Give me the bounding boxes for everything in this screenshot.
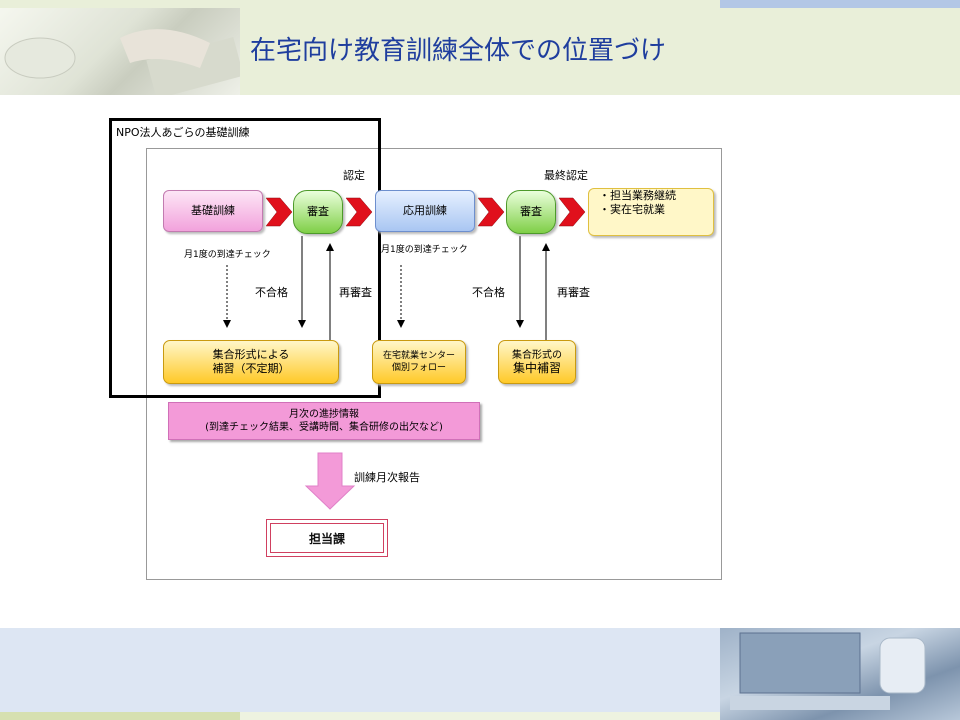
review-box-1: 審査 xyxy=(293,190,343,234)
group-supp-line-2: 補習（不定期） xyxy=(212,362,290,375)
header-photo xyxy=(0,8,240,95)
report-target-box: 担当課 xyxy=(266,519,388,557)
center-follow-line-1: 在宅就業センター xyxy=(382,351,455,361)
retest-label-1: 再審査 xyxy=(339,286,372,299)
outcome-line-2: ・実在宅就業 xyxy=(599,203,665,216)
outcome-line-1: ・担当業務継続 xyxy=(599,189,676,202)
flow-chevron-2 xyxy=(345,197,373,227)
intensive-line-1: 集合形式の xyxy=(512,350,562,361)
review-box-2: 審査 xyxy=(506,190,556,234)
monthly-report-label: 訓練月次報告 xyxy=(354,471,420,484)
basic-training-box: 基礎訓練 xyxy=(163,190,263,232)
progress-line-2: (到達チェック結果、受講時間、集合研修の出欠など) xyxy=(205,422,443,433)
intensive-supplementary-box: 集合形式の 集中補習 xyxy=(498,340,576,384)
monthly-check-label-2: 月1度の到達チェック xyxy=(381,245,468,255)
npo-label: NPO法人あごらの基礎訓練 xyxy=(116,126,250,139)
progress-info-box: 月次の進捗情報 (到達チェック結果、受講時間、集合研修の出欠など) xyxy=(168,402,480,440)
final-certification-label: 最終認定 xyxy=(544,169,588,182)
retest-label-2: 再審査 xyxy=(557,286,590,299)
keyboard-photo-icon xyxy=(4,29,240,95)
laptop-photo-icon xyxy=(730,632,926,710)
group-supplementary-box: 集合形式による 補習（不定期） xyxy=(163,340,339,384)
fail-label-2: 不合格 xyxy=(472,286,505,299)
group-supp-line-1: 集合形式による xyxy=(212,348,290,361)
npo-training-frame xyxy=(109,118,381,398)
certification-label: 認定 xyxy=(343,169,365,182)
report-target-label: 担当課 xyxy=(270,523,384,553)
outcome-box: ・担当業務継続 ・実在宅就業 xyxy=(588,188,714,236)
footer-accent-green xyxy=(0,712,240,720)
header-accent-strip xyxy=(720,0,960,8)
monthly-check-label-1: 月1度の到達チェック xyxy=(184,250,271,260)
report-down-arrow xyxy=(304,452,356,510)
footer-photo xyxy=(720,628,960,720)
slide-title: 在宅向け教育訓練全体での位置づけ xyxy=(250,36,667,66)
center-follow-box: 在宅就業センター 個別フォロー xyxy=(372,340,466,384)
center-follow-line-2: 個別フォロー xyxy=(391,363,446,373)
applied-training-box: 応用訓練 xyxy=(375,190,475,232)
footer-accent-strip xyxy=(240,712,720,720)
intensive-line-2: 集中補習 xyxy=(512,361,561,375)
flow-chevron-3 xyxy=(477,197,505,227)
flow-chevron-1 xyxy=(265,197,293,227)
progress-line-1: 月次の進捗情報 xyxy=(289,409,359,420)
flow-chevron-4 xyxy=(558,197,586,227)
fail-label-1: 不合格 xyxy=(255,286,288,299)
